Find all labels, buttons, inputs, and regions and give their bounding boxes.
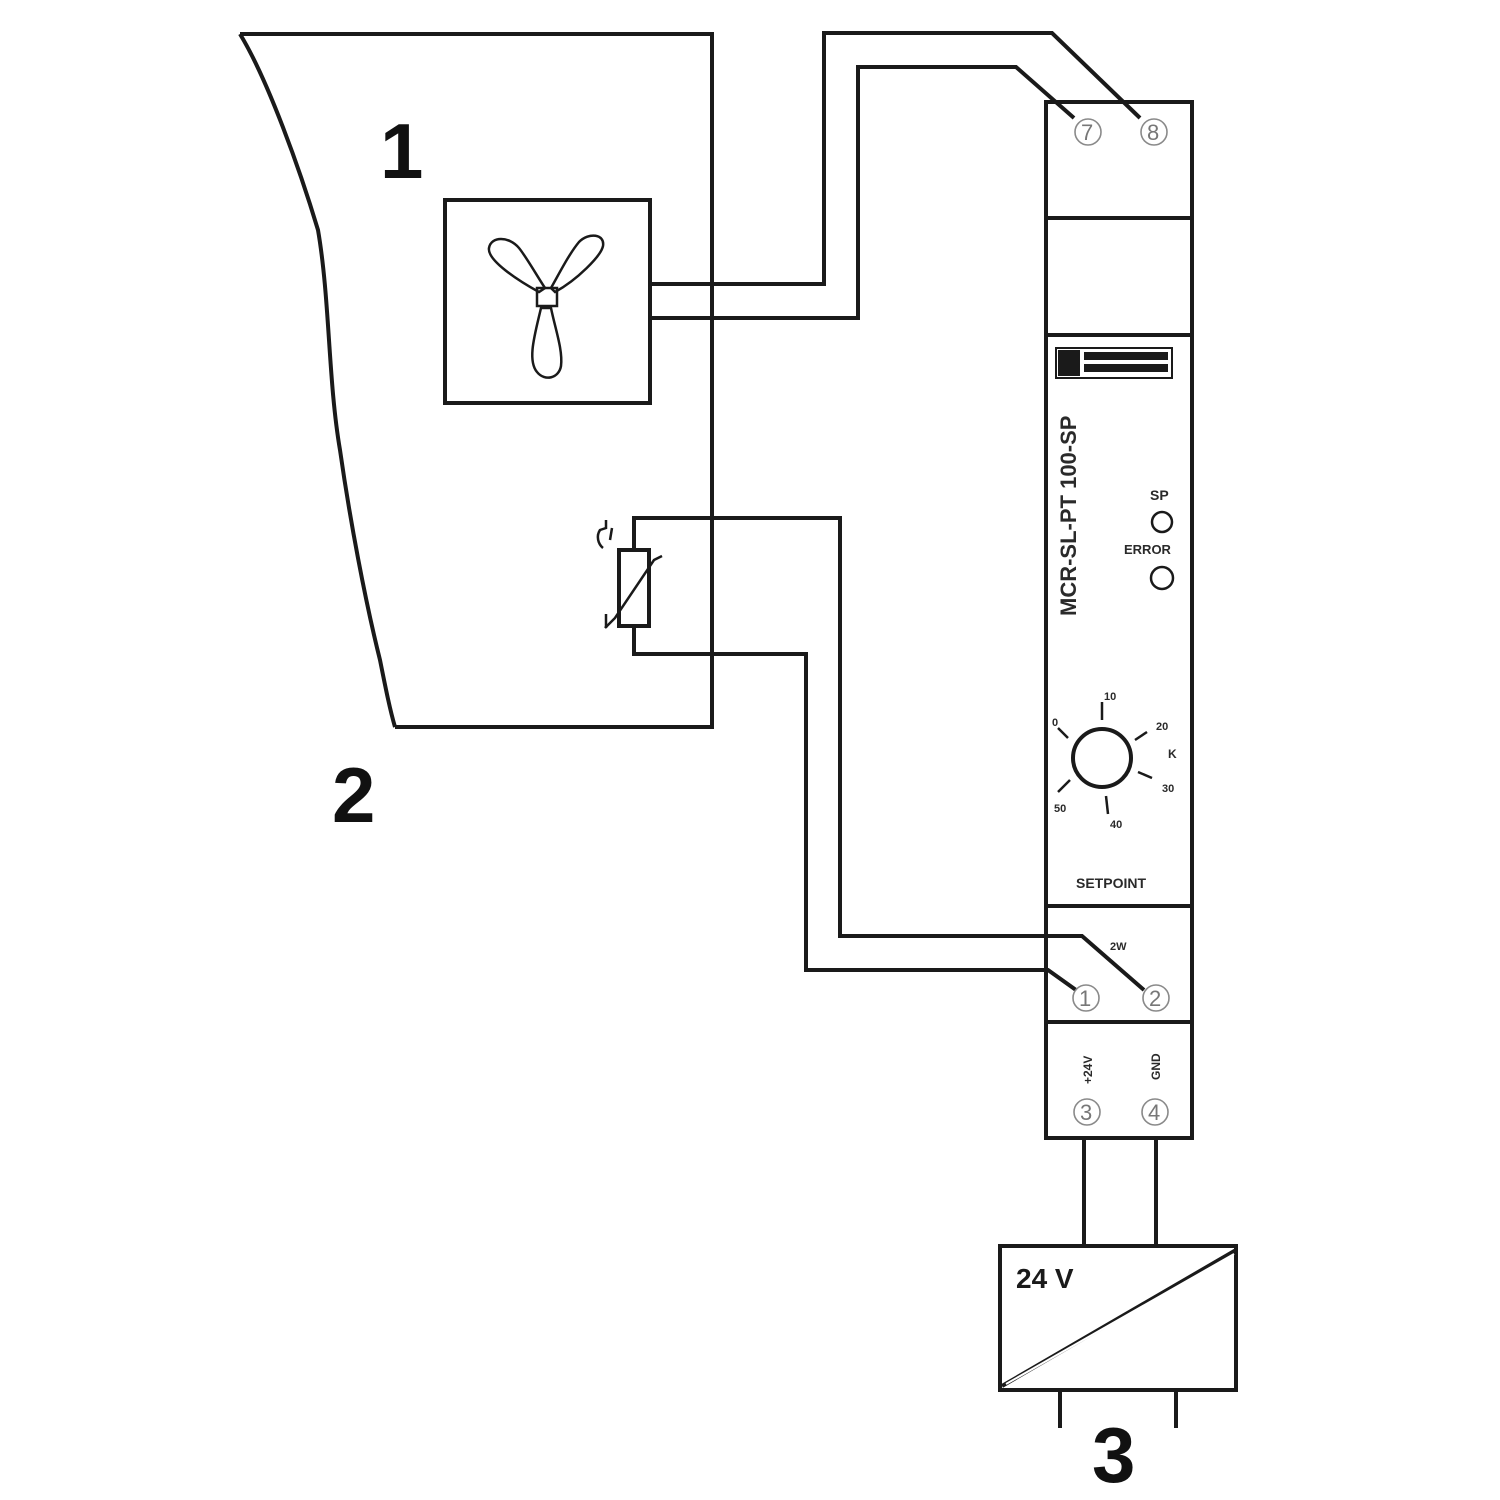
thermometer-icon	[596, 520, 614, 549]
dial-tick-0: 0	[1052, 717, 1058, 729]
dial-tick-20: 20	[1156, 721, 1168, 733]
dial-knob[interactable]	[1071, 727, 1133, 789]
terminal-3: 3	[1073, 1098, 1101, 1126]
dial-tick-10: 10	[1104, 691, 1116, 703]
setpoint-dial[interactable]: 10 20 K 30 40 50 0	[1052, 691, 1177, 831]
terminal-4: 4	[1141, 1098, 1169, 1126]
plus24v-label: +24V	[1081, 1056, 1095, 1084]
fan-wire-to-8	[650, 31, 1142, 286]
model-label: MCR-SL-PT 100-SP	[1056, 416, 1081, 616]
terminal-1: 1	[1072, 984, 1100, 1012]
callout-1: 1	[380, 107, 423, 195]
callout-2: 2	[332, 751, 375, 839]
pt100-sensor	[596, 520, 663, 629]
dial-unit: K	[1168, 747, 1177, 761]
dial-tick-50: 50	[1054, 803, 1066, 815]
brand-logo	[1055, 347, 1173, 379]
sensor-wire-to-1	[632, 626, 1078, 992]
svg-text:4: 4	[1148, 1100, 1160, 1125]
sp-indicator-label: SP	[1150, 487, 1169, 503]
power-supply-label: 24 V	[1016, 1263, 1074, 1294]
callout-3: 3	[1092, 1411, 1135, 1499]
sensor-wire-to-2	[632, 516, 1146, 992]
terminal-7: 7	[1074, 118, 1102, 146]
error-led	[1149, 565, 1175, 591]
fan-unit	[443, 198, 652, 405]
sp-led	[1150, 510, 1174, 534]
dial-tick-30: 30	[1162, 783, 1174, 795]
mcr-module: MCR-SL-PT 100-SP SP ERROR 10 20 K 30 40 …	[1044, 100, 1194, 1140]
terminal-mark-2w: 2W	[1110, 941, 1127, 953]
dial-tick-40: 40	[1110, 819, 1122, 831]
svg-text:8: 8	[1147, 120, 1159, 145]
svg-text:2: 2	[1149, 986, 1161, 1011]
svg-text:3: 3	[1080, 1100, 1092, 1125]
setpoint-label: SETPOINT	[1076, 875, 1146, 891]
error-indicator-label: ERROR	[1124, 542, 1172, 557]
svg-text:7: 7	[1081, 120, 1093, 145]
enclosure-outline	[238, 32, 714, 729]
svg-text:1: 1	[1079, 986, 1091, 1011]
terminal-8: 8	[1140, 118, 1168, 146]
fan-wire-to-7	[650, 65, 1076, 320]
power-supply: 24 V	[998, 1244, 1238, 1428]
terminal-2: 2	[1142, 984, 1170, 1012]
gnd-label: GND	[1149, 1053, 1163, 1080]
fan-icon	[487, 234, 605, 379]
